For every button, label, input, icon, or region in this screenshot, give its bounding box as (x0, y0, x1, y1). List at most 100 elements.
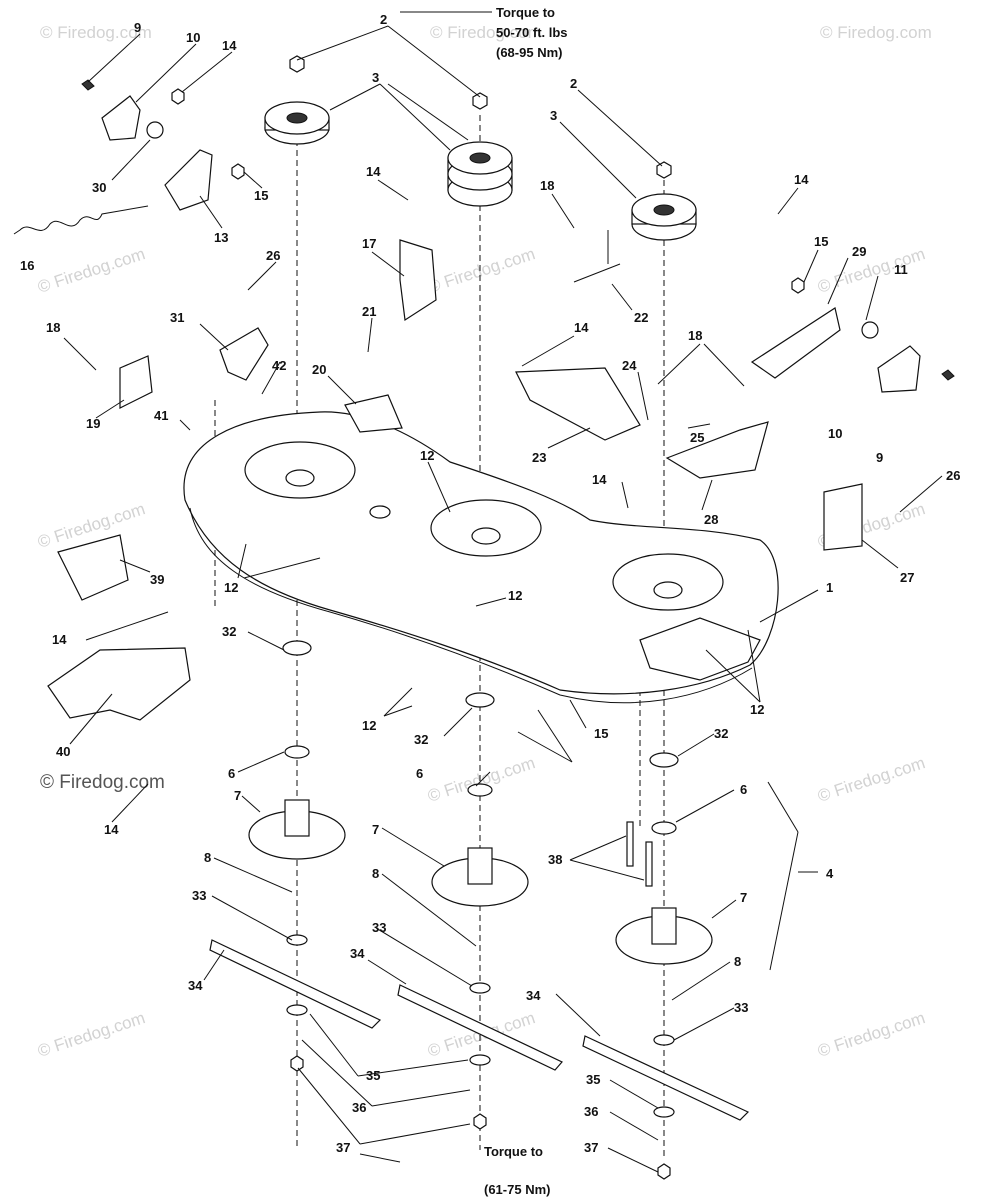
callout: 34 (526, 988, 541, 1003)
torque-note-top-line1: Torque to (496, 5, 555, 20)
pulleys (264, 101, 697, 241)
callout: 2 (380, 12, 387, 27)
callout: 28 (704, 512, 718, 527)
callout: 24 (622, 358, 637, 373)
torque-note-top: Torque to 50-70 ft. lbs (68-95 Nm) (496, 5, 568, 60)
pulley-nuts (289, 55, 672, 179)
callout: 30 (92, 180, 106, 195)
bracket-31 (219, 327, 269, 381)
callout: 8 (372, 866, 379, 881)
callout: 8 (204, 850, 211, 865)
watermark: © Firedog.com (35, 244, 147, 297)
idler-assembly-right (750, 277, 955, 393)
callout: 14 (52, 632, 67, 647)
callout: 9 (876, 450, 883, 465)
callout: 7 (234, 788, 241, 803)
callout: 4 (826, 866, 834, 881)
watermark: © Firedog.com (815, 1008, 927, 1061)
callout: 26 (946, 468, 960, 483)
callout: 11 (894, 262, 908, 277)
callout: 7 (740, 890, 747, 905)
callout: 36 (584, 1104, 598, 1119)
callout: 14 (574, 320, 589, 335)
callout: 6 (416, 766, 423, 781)
callout: 36 (352, 1100, 366, 1115)
callout: 41 (154, 408, 168, 423)
watermark: © Firedog.com (815, 753, 927, 806)
callout: 35 (586, 1072, 600, 1087)
watermark: © Firedog.com (35, 1008, 147, 1061)
callout: 12 (750, 702, 764, 717)
watermark: © Firedog.com (40, 772, 165, 793)
callout: 40 (56, 744, 70, 759)
idler-assembly-left (13, 79, 245, 235)
watermark: © Firedog.com (820, 23, 932, 42)
callout: 32 (714, 726, 728, 741)
callout: 37 (336, 1140, 350, 1155)
callout: 32 (222, 624, 236, 639)
callout: 14 (104, 822, 119, 837)
bracket-19 (119, 355, 153, 409)
callout: 25 (690, 430, 704, 445)
callout: 15 (254, 188, 268, 203)
callout: 13 (214, 230, 228, 245)
callout: 16 (20, 258, 34, 273)
callout: 20 (312, 362, 326, 377)
callout: 34 (188, 978, 203, 993)
bolts-38 (626, 821, 653, 887)
rod-22 (573, 263, 621, 283)
callout: 12 (224, 580, 238, 595)
callout: 10 (186, 30, 200, 45)
callout: 12 (420, 448, 434, 463)
callout: 10 (828, 426, 842, 441)
callout: 39 (150, 572, 164, 587)
callout: 32 (414, 732, 428, 747)
watermark: © Firedog.com (425, 244, 537, 297)
pulley-left (264, 101, 330, 145)
callout: 21 (362, 304, 376, 319)
torque-note-bottom: Torque to (61-75 Nm) (484, 1144, 550, 1197)
bracket-23 (515, 367, 641, 441)
callout: 18 (688, 328, 702, 343)
callout: 3 (372, 70, 379, 85)
callout: 27 (900, 570, 914, 585)
callout: 18 (540, 178, 554, 193)
spindle-left (209, 640, 382, 1072)
bracket-39 (57, 534, 129, 601)
callout: 3 (550, 108, 557, 123)
callout: 2 (570, 76, 577, 91)
bracket-27 (823, 483, 863, 551)
callout: 31 (170, 310, 184, 325)
callout: 33 (734, 1000, 748, 1015)
torque-note-bottom-line2: (61-75 Nm) (484, 1182, 550, 1197)
pulley-right (631, 193, 697, 241)
callout: 15 (594, 726, 608, 741)
callout: 17 (362, 236, 376, 251)
callout: 6 (740, 782, 747, 797)
callout: 38 (548, 852, 562, 867)
callout: 14 (366, 164, 381, 179)
torque-note-top-line3: (68-95 Nm) (496, 45, 562, 60)
torque-note-top-line2: 50-70 ft. lbs (496, 25, 568, 40)
shield-40 (47, 647, 191, 721)
callout: 1 (826, 580, 833, 595)
callout: 12 (508, 588, 522, 603)
callout: 19 (86, 416, 100, 431)
callout: 6 (228, 766, 235, 781)
callout: 34 (350, 946, 365, 961)
callout: 35 (366, 1068, 380, 1083)
callout: 29 (852, 244, 866, 259)
baffle-28 (665, 421, 769, 479)
callout: 14 (222, 38, 237, 53)
pulley-center (447, 141, 513, 207)
callout: 18 (46, 320, 60, 335)
watermark: © Firedog.com (425, 753, 537, 806)
brackets (47, 230, 863, 721)
spindle-center (397, 692, 563, 1130)
callout-numbers: 2 2 3 3 9 9 10 10 14 14 14 14 14 14 14 3… (20, 12, 960, 1155)
callout: 15 (814, 234, 828, 249)
leader-lines (63, 11, 943, 1173)
spindle-right (582, 752, 750, 1180)
callout: 37 (584, 1140, 598, 1155)
